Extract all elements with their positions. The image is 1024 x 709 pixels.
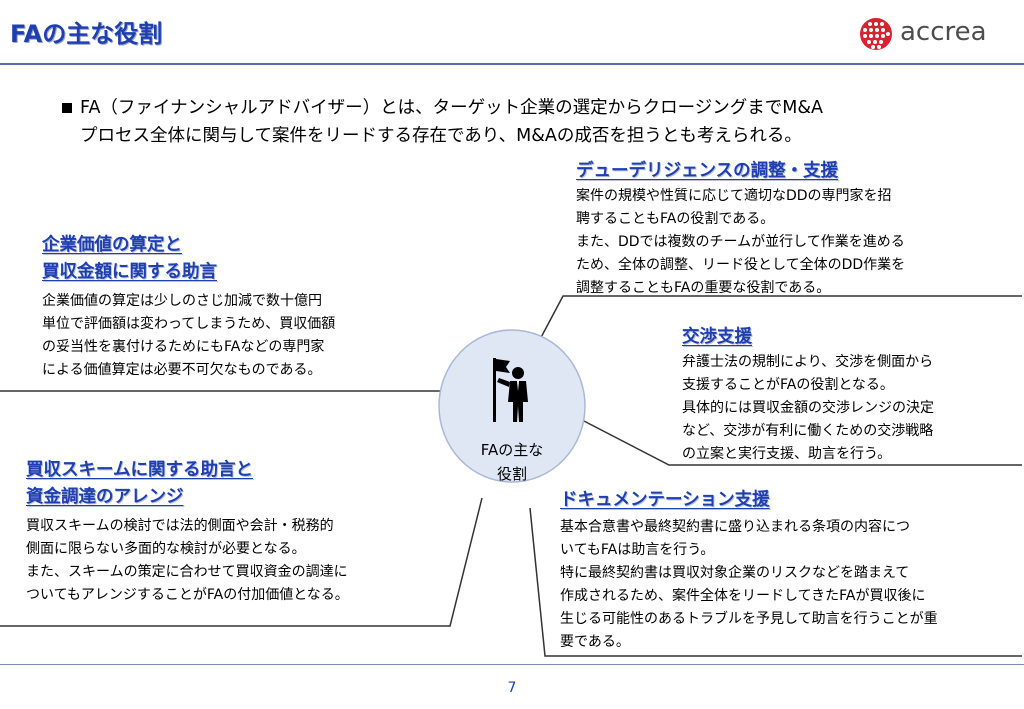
- heading-line: 企業価値の算定と: [42, 235, 182, 255]
- page-title: FAの主な役割: [10, 20, 163, 48]
- valuation-section: 企業価値の算定と 買収金額に関する助言 企業価値の算定は少しのさじ加減で数十億円…: [42, 232, 442, 382]
- negotiation-section: 交渉支援 弁護士法の規制により、交渉を側面から 支援することがFAの役割となる。…: [682, 324, 1022, 466]
- body-line: 案件の規模や性質に応じて適切なDDの専門家を招: [576, 188, 892, 204]
- body-line: ため、全体の調整、リード役として全体のDD作業を: [576, 257, 906, 273]
- center-circle: [438, 329, 586, 483]
- person-with-flag-icon: [493, 358, 528, 422]
- footer-divider: [0, 664, 1024, 665]
- body-line: など、交渉が有利に働くための交渉戦略: [682, 423, 934, 439]
- scheme-section: 買収スキームに関する助言と 資金調達のアレンジ 買収スキームの検討では法的側面や…: [26, 457, 446, 607]
- body-line: ついてもアレンジすることがFAの付加価値となる。: [26, 587, 349, 603]
- logo-text: accrea: [900, 17, 987, 47]
- page-number: 7: [507, 680, 517, 696]
- heading-line: 買収スキームに関する助言と: [26, 460, 253, 480]
- body-line: 単位で評価額は変わってしまうため、買収価額: [42, 316, 336, 332]
- body-line: 企業価値の算定は少しのさじ加減で数十億円: [42, 293, 322, 309]
- body-line: いてもFAは助言を行う。: [560, 542, 715, 558]
- intro-line: FA（ファイナンシャルアドバイザー）とは、ターゲット企業の選定からクロージングま…: [80, 98, 823, 118]
- body-line: 弁護士法の規制により、交渉を側面から: [682, 354, 934, 370]
- documentation-section: ドキュメンテーション支援 基本合意書や最終契約書に盛り込まれる条項の内容につ い…: [560, 487, 1022, 654]
- negotiation-heading: 交渉支援: [682, 327, 752, 347]
- body-line: 作成されるため、案件全体をリードしてきたFAが買収後に: [560, 588, 926, 604]
- center-label-line: 役割: [496, 465, 527, 483]
- body-line: 具体的には買収金額の交渉レンジの決定: [682, 400, 934, 416]
- scheme-connector: [0, 497, 483, 627]
- center-label-line: FAの主な: [480, 441, 544, 459]
- body-line: また、DDでは複数のチームが並行して作業を進める: [576, 234, 905, 250]
- center-label: FAの主な 役割: [462, 438, 562, 486]
- scheme-heading: 買収スキームに関する助言と 資金調達のアレンジ: [26, 457, 446, 511]
- logo-mark-icon: [860, 18, 892, 50]
- documentation-body: 基本合意書や最終契約書に盛り込まれる条項の内容につ いてもFAは助言を行う。 特…: [560, 516, 1022, 654]
- body-line: 支援することがFAの役割となる。: [682, 377, 894, 393]
- scheme-body: 買収スキームの検討では法的側面や会計・税務的 側面に限らない多面的な検討が必要と…: [26, 515, 446, 607]
- body-line: 聘することもFAの役割である。: [576, 211, 775, 227]
- documentation-heading: ドキュメンテーション支援: [560, 490, 770, 510]
- body-line: 生じる可能性のあるトラブルを予見して助言を行うことが重: [560, 611, 938, 627]
- due-diligence-heading: デューデリジェンスの調整・支援: [576, 161, 839, 181]
- body-line: 基本合意書や最終契約書に盛り込まれる条項の内容につ: [560, 519, 910, 535]
- due-diligence-section: デューデリジェンスの調整・支援 案件の規模や性質に応じて適切なDDの専門家を招 …: [576, 158, 1021, 300]
- body-line: 買収スキームの検討では法的側面や会計・税務的: [26, 518, 334, 534]
- due-diligence-body: 案件の規模や性質に応じて適切なDDの専門家を招 聘することもFAの役割である。 …: [576, 185, 1021, 300]
- brand-logo: accrea: [856, 14, 1001, 54]
- title-divider: [0, 63, 1024, 65]
- body-line: による価値算定は必要不可欠なものである。: [42, 362, 322, 378]
- intro-line: プロセス全体に関与して案件をリードする存在であり、M&Aの成否を担うとも考えられ…: [80, 126, 802, 146]
- negotiation-connector: [581, 419, 1022, 466]
- body-line: 特に最終契約書は買収対象企業のリスクなどを踏まえて: [560, 565, 910, 581]
- documentation-connector: [529, 507, 1022, 657]
- body-line: また、スキームの策定に合わせて買収資金の調達に: [26, 564, 348, 580]
- negotiation-body: 弁護士法の規制により、交渉を側面から 支援することがFAの役割となる。 具体的に…: [682, 351, 1022, 466]
- heading-line: 資金調達のアレンジ: [26, 487, 184, 507]
- body-line: 調整することもFAの重要な役割である。: [576, 280, 831, 296]
- valuation-heading: 企業価値の算定と 買収金額に関する助言: [42, 232, 442, 286]
- heading-line: 買収金額に関する助言: [42, 262, 217, 282]
- valuation-body: 企業価値の算定は少しのさじ加減で数十億円 単位で評価額は変わってしまうため、買収…: [42, 290, 442, 382]
- body-line: 要である。: [560, 634, 630, 650]
- bullet-square-icon: [62, 103, 72, 113]
- body-line: の立案と実行支援、助言を行う。: [682, 446, 892, 462]
- due-diligence-connector: [536, 295, 1022, 346]
- intro-text: FA（ファイナンシャルアドバイザー）とは、ターゲット企業の選定からクロージングま…: [62, 94, 982, 150]
- body-line: の妥当性を裏付けるためにもFAなどの専門家: [42, 339, 325, 355]
- body-line: 側面に限らない多面的な検討が必要となる。: [26, 541, 306, 557]
